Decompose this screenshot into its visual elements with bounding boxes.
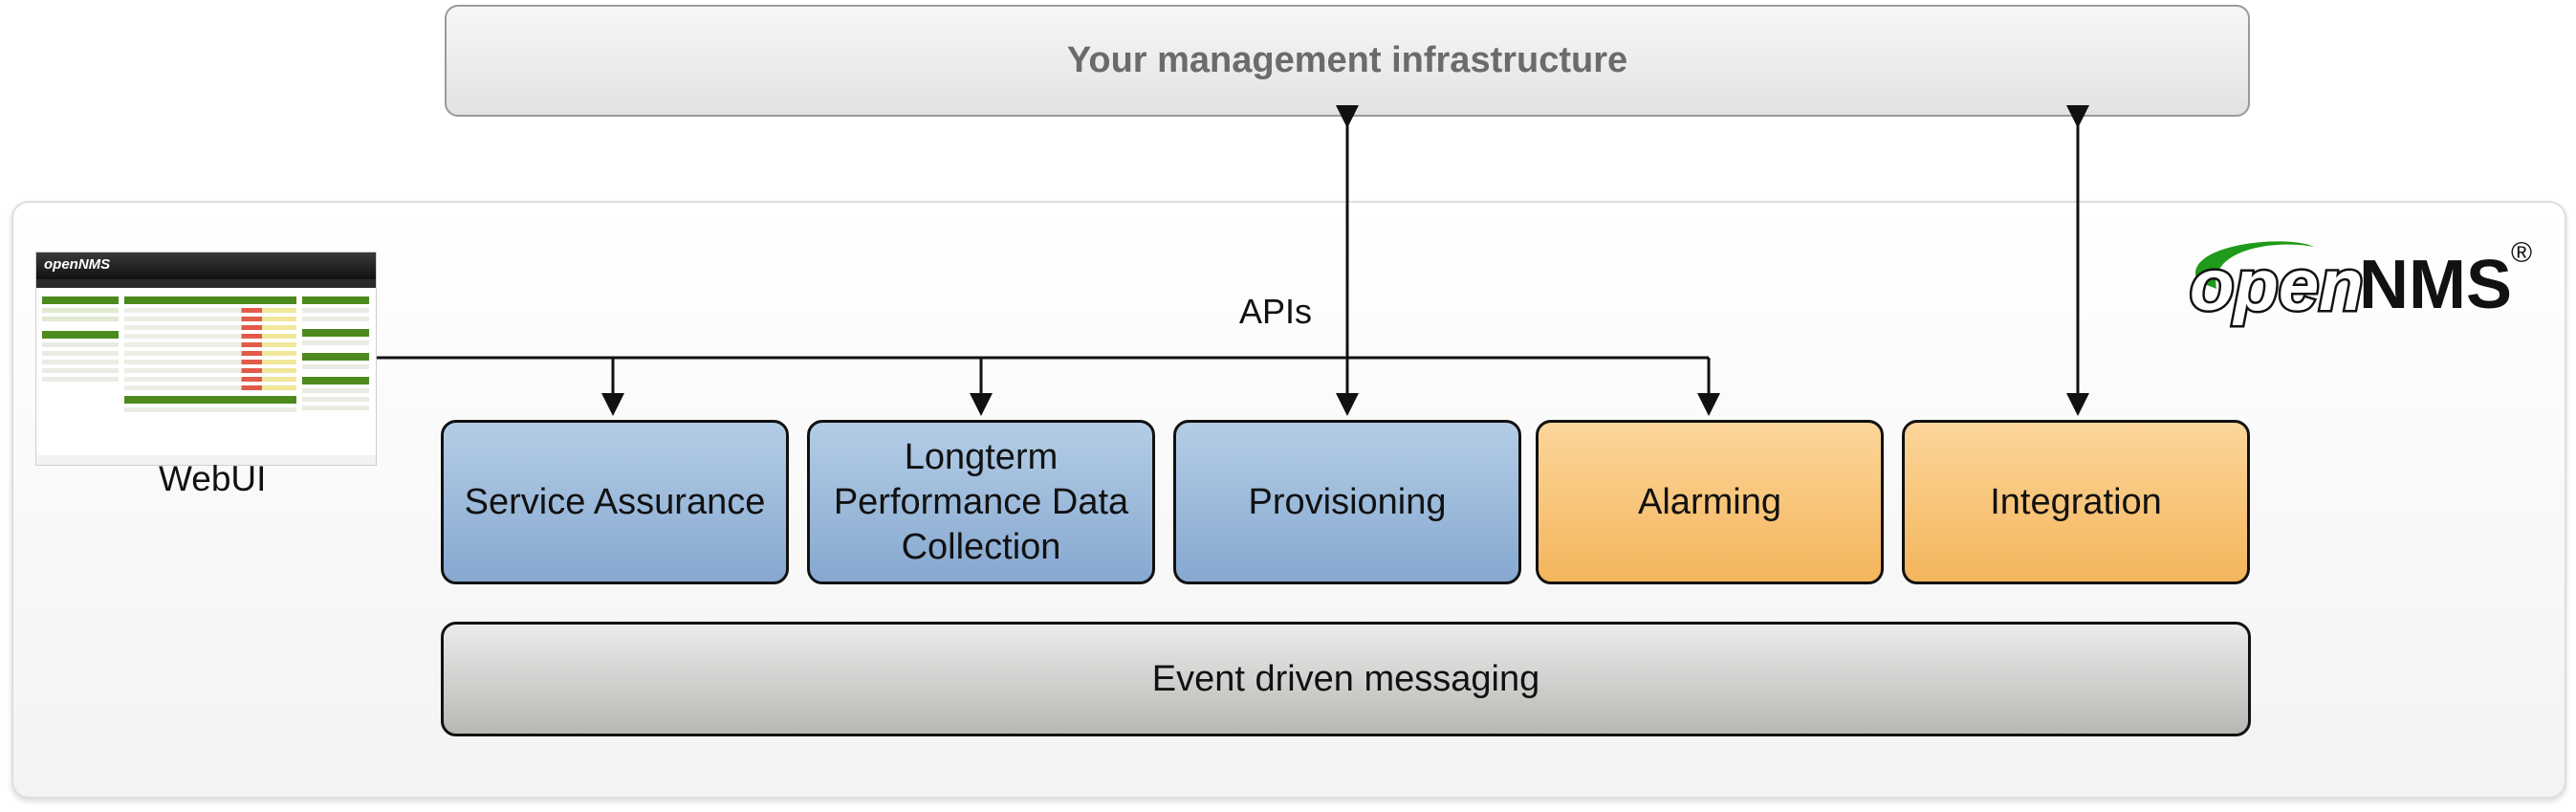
logo-nms-text: NMS — [2359, 247, 2512, 323]
thumbnail-brand: openNMS — [44, 256, 111, 273]
module-performance-collection: Longterm Performance Data Collection — [807, 420, 1155, 584]
module-label: Integration — [1990, 481, 2162, 522]
event-driven-messaging-bus: Event driven messaging — [441, 622, 2251, 736]
module-label: Alarming — [1638, 481, 1781, 522]
logo-registered-mark: ® — [2511, 237, 2532, 269]
webui-screenshot-thumbnail: openNMS — [35, 252, 377, 466]
management-infrastructure-box: Your management infrastructure — [445, 5, 2250, 117]
module-label: Service Assurance — [464, 481, 766, 522]
webui-label: WebUI — [159, 459, 267, 498]
event-bus-label: Event driven messaging — [1151, 658, 1540, 699]
module-service-assurance: Service Assurance — [441, 420, 789, 584]
management-infrastructure-label: Your management infrastructure — [1066, 40, 1628, 80]
apis-label: APIs — [1239, 292, 1313, 331]
logo-open-text: open — [2190, 245, 2364, 326]
module-label: Longterm Performance Data Collection — [833, 436, 1129, 567]
module-integration: Integration — [1902, 420, 2250, 584]
module-alarming: Alarming — [1536, 420, 1884, 584]
opennms-logo: open NMS ® — [2188, 237, 2533, 329]
module-provisioning: Provisioning — [1173, 420, 1521, 584]
module-label: Provisioning — [1248, 481, 1447, 522]
